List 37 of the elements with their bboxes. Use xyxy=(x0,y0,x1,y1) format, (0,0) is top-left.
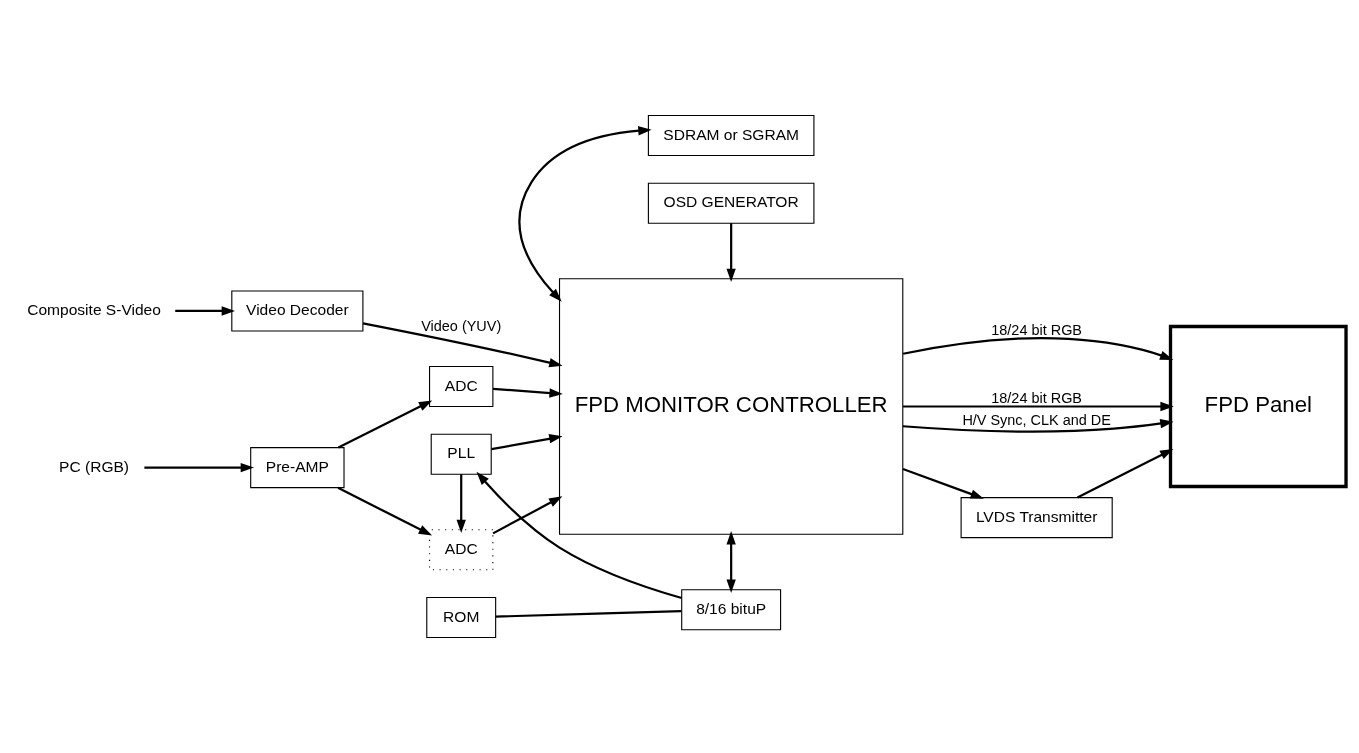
arrow xyxy=(902,418,1174,433)
arrow xyxy=(518,126,652,302)
edge-label: 18/24 bit RGB xyxy=(991,321,1082,338)
node-box: 8/16 bituP xyxy=(681,589,782,631)
node-box: Pre-AMP xyxy=(250,447,345,489)
node-text: PC (RGB) xyxy=(59,457,130,475)
arrow xyxy=(492,387,563,398)
node-box: FPD Panel xyxy=(1168,324,1348,489)
node-text: Composite S-Video xyxy=(27,301,161,319)
node-box: ADC xyxy=(429,529,494,571)
arrow xyxy=(903,401,1174,412)
edge-label: 18/24 bit RGB xyxy=(991,389,1082,406)
arrow xyxy=(902,337,1174,361)
arrow xyxy=(337,486,433,536)
node-box: Video Decoder xyxy=(231,290,364,332)
edge-label: H/V Sync, CLK and DE xyxy=(962,411,1111,428)
node-box: SDRAM or SGRAM xyxy=(647,114,815,156)
arrow xyxy=(1077,448,1174,499)
arrow xyxy=(337,400,433,449)
arrow xyxy=(492,496,563,535)
arrow xyxy=(726,223,736,282)
edge-label: Video (YUV) xyxy=(421,318,502,335)
node-box: ROM xyxy=(426,597,497,639)
arrow xyxy=(726,531,736,593)
node-box: OSD GENERATOR xyxy=(647,182,815,224)
arrow xyxy=(476,471,682,599)
arrow xyxy=(491,434,563,451)
arrow xyxy=(144,462,255,473)
arrow xyxy=(902,467,984,499)
arrow xyxy=(456,474,466,533)
node-box: FPD MONITOR CONTROLLER xyxy=(558,278,904,535)
node-box: LVDS Transmitter xyxy=(960,497,1113,539)
node-box: PLL xyxy=(430,433,492,475)
arrow xyxy=(362,322,563,368)
arrow xyxy=(175,306,235,316)
connector xyxy=(495,610,682,618)
node-box: ADC xyxy=(429,365,494,408)
